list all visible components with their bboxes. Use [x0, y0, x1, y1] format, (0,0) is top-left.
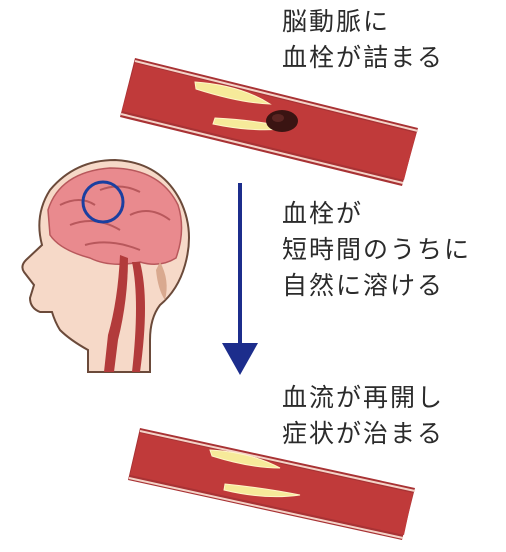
caption-line: 血栓が — [282, 196, 471, 232]
arrow-down-icon — [222, 183, 258, 375]
caption-line: 自然に溶ける — [282, 268, 471, 304]
head-brain-icon — [22, 160, 189, 372]
caption-clot-dissolves: 血栓が 短時間のうちに 自然に溶ける — [282, 196, 471, 304]
clot-icon — [266, 110, 298, 132]
caption-line: 脳動脈に — [282, 4, 444, 40]
blocked-artery-icon — [120, 58, 418, 186]
caption-line: 短時間のうちに — [282, 232, 471, 268]
caption-flow-restored: 血流が再開し 症状が治まる — [282, 380, 444, 452]
caption-line: 血栓が詰まる — [282, 40, 444, 76]
caption-line: 血流が再開し — [282, 380, 444, 416]
caption-clot-blocks-artery: 脳動脈に 血栓が詰まる — [282, 4, 444, 76]
caption-line: 症状が治まる — [282, 416, 444, 452]
